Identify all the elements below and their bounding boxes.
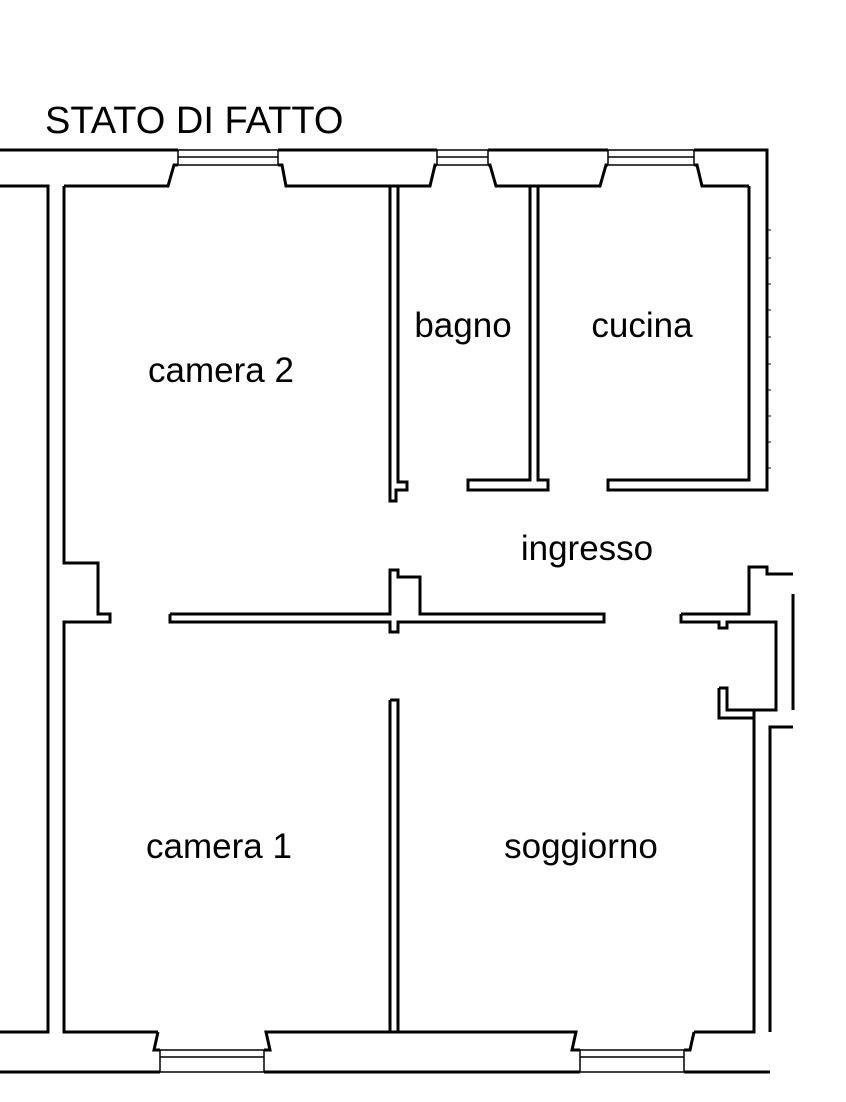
- room-label-camera-1: camera 1: [146, 827, 292, 866]
- room-label-cucina: cucina: [591, 306, 693, 345]
- bottom-exterior-wall: [0, 1030, 770, 1074]
- window-cucina: [607, 149, 695, 166]
- lower-partition: [388, 698, 400, 1034]
- plan-title: STATO DI FATTO: [45, 100, 343, 142]
- room-label-ingresso: ingresso: [521, 529, 653, 568]
- right-wall-upper: [606, 178, 771, 492]
- room-label-soggiorno: soggiorno: [504, 827, 658, 866]
- room-label-bagno: bagno: [414, 306, 511, 345]
- left-exterior-wall: [62, 186, 158, 1034]
- entrance-walls: [679, 565, 795, 1032]
- bagno-walls: [388, 186, 550, 503]
- middle-wall: [168, 568, 606, 634]
- top-exterior-wall: [0, 148, 769, 1034]
- window-soggiorno: [579, 1049, 685, 1073]
- right-wall-lower: [694, 718, 756, 1034]
- window-camera1: [159, 1049, 265, 1073]
- window-bagno: [436, 149, 489, 166]
- window-camera2: [177, 149, 279, 166]
- room-label-camera-2: camera 2: [148, 351, 294, 390]
